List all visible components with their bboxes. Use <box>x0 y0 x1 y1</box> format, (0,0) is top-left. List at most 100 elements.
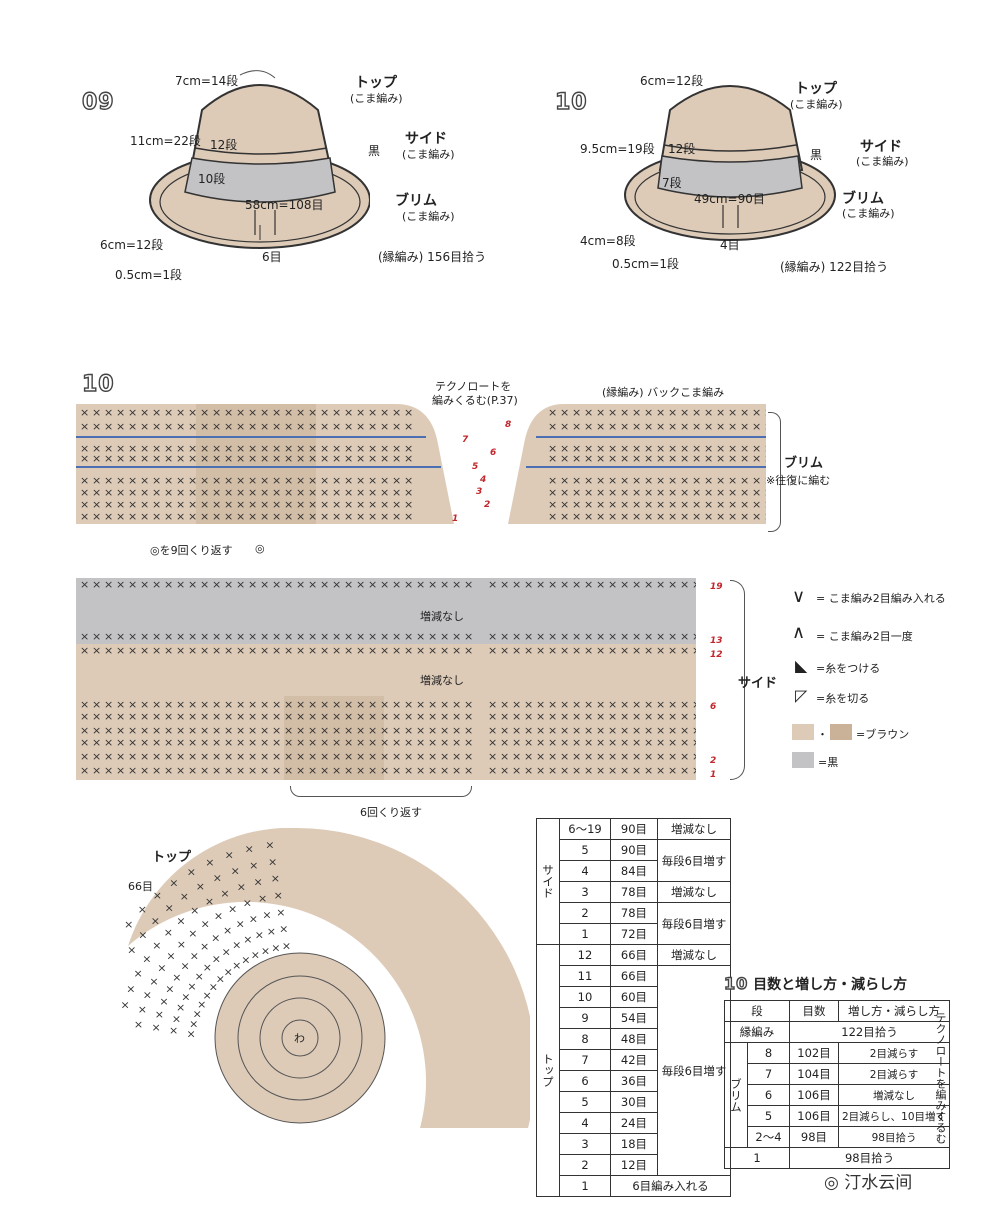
stitch-mark: × <box>572 698 581 711</box>
hat10-black: 黒 <box>810 148 823 162</box>
stitch-mark: × <box>296 710 305 723</box>
stitch-mark: × <box>212 452 221 465</box>
stitch-mark: × <box>440 630 449 643</box>
count-row-number: 8 <box>559 1028 611 1050</box>
stitch-mark: × <box>80 750 89 763</box>
stitch-mark: × <box>116 578 125 591</box>
stitch-mark: × <box>668 498 677 511</box>
stitch-mark: × <box>212 764 221 777</box>
brim-edge-label: 縁編み <box>724 1021 790 1043</box>
stitch-mark: × <box>128 486 137 499</box>
stitch-mark: × <box>428 750 437 763</box>
stitch-mark: × <box>740 498 749 511</box>
stitch-mark: × <box>380 510 389 523</box>
stitch-mark: × <box>188 724 197 737</box>
techno-label: テクノロートを <box>435 380 512 393</box>
stitch-mark: × <box>212 578 221 591</box>
stitch-mark: × <box>416 710 425 723</box>
stitch-mark: × <box>680 750 689 763</box>
stitch-mark: × <box>344 736 353 749</box>
stitch-mark: × <box>620 486 629 499</box>
stitch-mark: × <box>596 474 605 487</box>
count-row-number: 12 <box>559 944 611 966</box>
stitch-mark: × <box>620 578 629 591</box>
stitch-mark: × <box>243 933 252 946</box>
stitch-mark: × <box>116 630 125 643</box>
stitch-mark: × <box>536 644 545 657</box>
stitch-mark: × <box>296 698 305 711</box>
stitch-mark: × <box>152 442 161 455</box>
stitch-mark: × <box>596 510 605 523</box>
stitch-mark: × <box>296 498 305 511</box>
stitch-mark: × <box>164 406 173 419</box>
stitch-mark: × <box>356 724 365 737</box>
stitch-mark: × <box>656 644 665 657</box>
stitch-mark: × <box>644 486 653 499</box>
stitch-mark: × <box>272 750 281 763</box>
hat10-brim-sub: (こま編み) <box>842 207 895 220</box>
stitch-mark: × <box>272 644 281 657</box>
stitch-mark: × <box>680 498 689 511</box>
stitch-mark: × <box>188 750 197 763</box>
stitch-mark: × <box>224 442 233 455</box>
hat09-edge: (縁編み) 156目拾う <box>378 250 487 264</box>
stitch-mark: × <box>176 915 185 928</box>
stitch-mark: × <box>152 406 161 419</box>
stitch-mark: × <box>140 420 149 433</box>
brim-first-number: 1 <box>724 1147 790 1169</box>
stitch-mark: × <box>512 710 521 723</box>
stitch-mark: × <box>251 949 260 962</box>
stitch-mark: × <box>692 486 701 499</box>
stitch-mark: × <box>159 995 168 1008</box>
stitch-mark: × <box>164 578 173 591</box>
stitch-mark: × <box>536 724 545 737</box>
stitch-mark: × <box>236 442 245 455</box>
stitch-mark: × <box>572 442 581 455</box>
stitch-mark: × <box>188 442 197 455</box>
stitch-mark: × <box>211 932 220 945</box>
stitch-mark: × <box>392 406 401 419</box>
stitch-mark: × <box>177 938 186 951</box>
brim-row-number: 6 <box>747 1084 790 1106</box>
stitch-mark: × <box>668 442 677 455</box>
stitch-mark: × <box>104 724 113 737</box>
stitch-mark: × <box>212 474 221 487</box>
stitch-mark: × <box>488 644 497 657</box>
stitch-mark: × <box>92 510 101 523</box>
legend-black: =黒 <box>818 756 839 769</box>
stitch-mark: × <box>92 698 101 711</box>
stitch-mark: × <box>228 902 237 915</box>
stitch-mark: × <box>272 486 281 499</box>
stitch-mark: × <box>104 644 113 657</box>
stitch-mark: × <box>452 736 461 749</box>
stitch-mark: × <box>152 1021 161 1034</box>
stitch-mark: × <box>195 970 204 983</box>
stitch-mark: × <box>164 420 173 433</box>
stitch-mark: × <box>356 510 365 523</box>
stitch-mark: × <box>596 644 605 657</box>
stitch-mark: × <box>332 736 341 749</box>
stitch-mark: × <box>668 420 677 433</box>
stitch-mark: × <box>205 895 214 908</box>
stitch-mark: × <box>332 698 341 711</box>
stitch-mark: × <box>356 452 365 465</box>
stitch-mark: × <box>704 420 713 433</box>
stitch-mark: × <box>176 698 185 711</box>
stitch-mark: × <box>176 736 185 749</box>
count-row-number: 5 <box>559 839 611 861</box>
stitch-mark: × <box>245 843 254 856</box>
stitch-mark: × <box>704 452 713 465</box>
stitch-mark: × <box>392 644 401 657</box>
stitch-mark: × <box>284 510 293 523</box>
stitch-mark: × <box>140 486 149 499</box>
stitch-mark: × <box>356 442 365 455</box>
stitch-mark: × <box>243 897 252 910</box>
stitch-mark: × <box>356 750 365 763</box>
count-row-count: 6目編み入れる <box>610 1175 731 1197</box>
stitch-mark: × <box>188 644 197 657</box>
stitch-mark: × <box>164 750 173 763</box>
